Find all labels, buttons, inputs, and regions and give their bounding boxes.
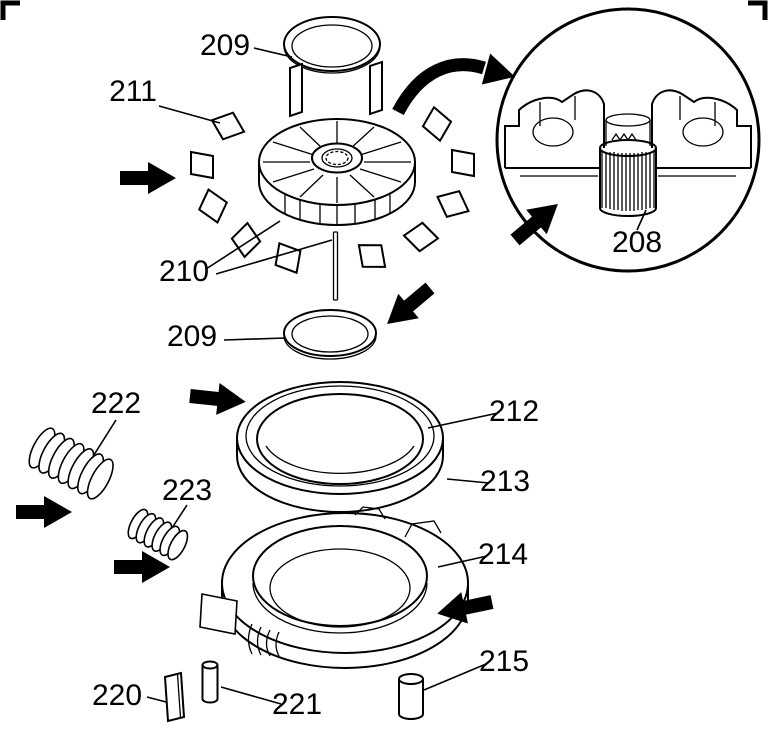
vane xyxy=(190,151,214,179)
callout-210: 210 xyxy=(159,255,209,288)
vane xyxy=(451,149,475,177)
leader-line xyxy=(636,209,647,231)
leader-line xyxy=(158,105,221,124)
leader-line xyxy=(215,239,333,275)
leader-line xyxy=(171,504,188,529)
ring-209-middle xyxy=(283,309,377,360)
vane xyxy=(289,63,303,117)
splined-hub xyxy=(599,139,657,217)
pin-221 xyxy=(201,660,219,704)
spring-222 xyxy=(28,427,114,500)
leader-line xyxy=(146,696,167,703)
housing-214 xyxy=(199,506,469,669)
callout-209-mid: 209 xyxy=(167,320,217,353)
leader-line xyxy=(423,663,487,691)
callout-211: 211 xyxy=(109,75,157,108)
leader-line xyxy=(427,412,499,429)
vane xyxy=(357,240,387,272)
rotor-assembly xyxy=(190,61,475,301)
callout-214: 214 xyxy=(478,538,528,571)
curved-arrow-icon xyxy=(392,53,515,116)
callout-212: 212 xyxy=(489,395,539,428)
ring-209-top xyxy=(283,16,381,74)
vane-220 xyxy=(163,671,186,723)
callout-209-top: 209 xyxy=(200,29,250,62)
callout-221: 221 xyxy=(272,688,322,721)
frame-corner-topleft xyxy=(0,0,20,20)
ring-212-213 xyxy=(236,381,444,513)
vane xyxy=(369,61,383,115)
rotor xyxy=(258,118,416,226)
leader-line xyxy=(91,419,117,459)
callout-208: 208 xyxy=(612,226,662,259)
leader-line xyxy=(253,47,293,58)
magnified-view: 208 xyxy=(495,7,761,273)
vane-edge-on xyxy=(332,231,339,301)
pin-215 xyxy=(398,673,424,720)
callout-222: 222 xyxy=(91,387,141,420)
leader-line xyxy=(205,220,281,270)
leader-line xyxy=(220,686,282,705)
leader-line xyxy=(437,555,488,568)
leader-line xyxy=(446,478,490,484)
spring-223 xyxy=(127,508,189,561)
callout-223: 223 xyxy=(162,474,212,507)
callout-220: 220 xyxy=(92,679,142,712)
callout-213: 213 xyxy=(480,465,530,498)
frame-corner-topright xyxy=(748,0,768,20)
leader-line xyxy=(223,337,286,341)
callout-215: 215 xyxy=(479,645,529,678)
